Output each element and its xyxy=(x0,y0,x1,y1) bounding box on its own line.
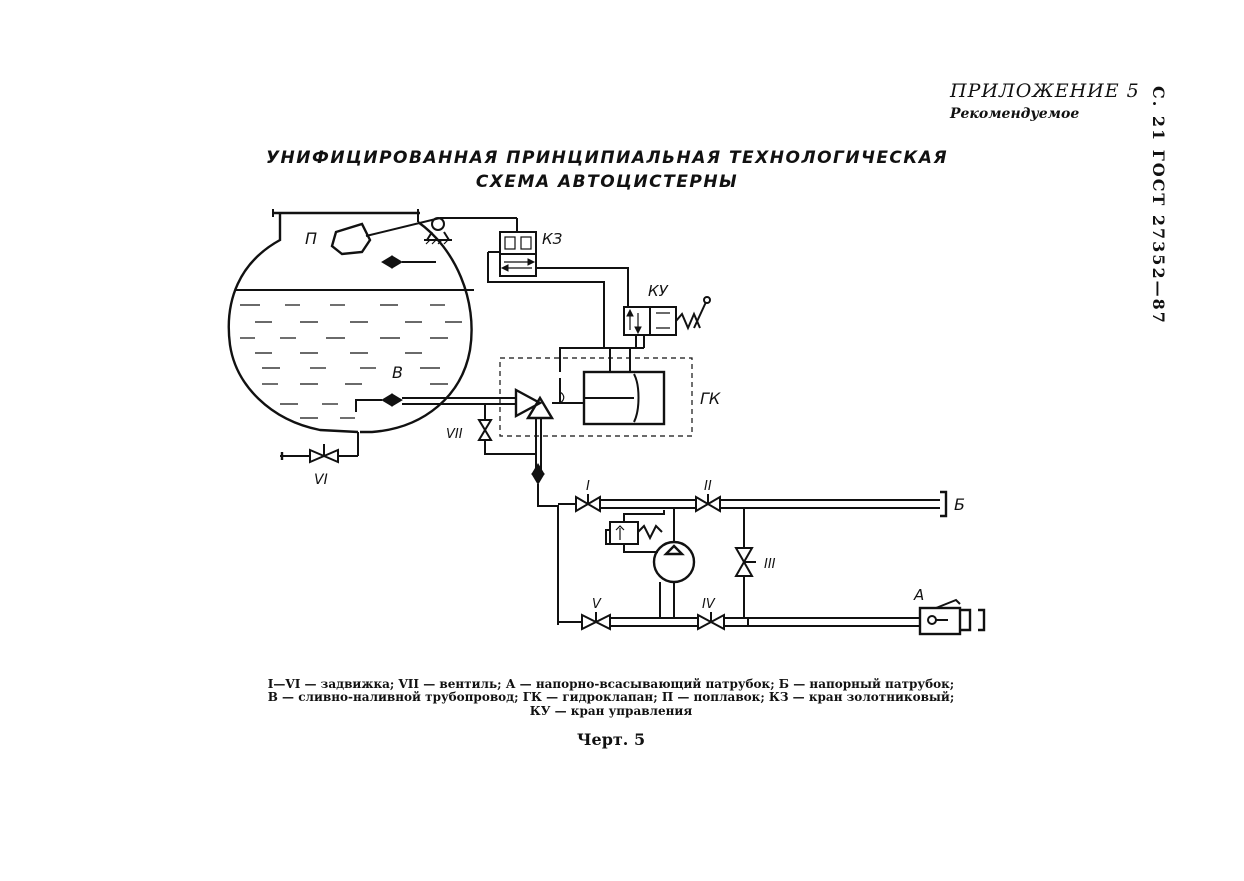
lower-manifold xyxy=(558,612,920,631)
control-valve-label: КУ xyxy=(648,282,669,300)
spool-valve xyxy=(499,231,537,277)
tank xyxy=(227,209,474,434)
fill-drain-pipeline xyxy=(355,393,516,412)
appendix-status: Рекомендуемое xyxy=(950,106,1080,122)
appendix-heading: ПРИЛОЖЕНИЕ 5 xyxy=(950,80,1140,102)
pressure-outlet-label: Б xyxy=(954,495,965,514)
upper-manifold xyxy=(558,490,948,518)
suction-outlet xyxy=(918,598,986,636)
figure-caption: Черт. 5 xyxy=(576,730,646,749)
pump-assembly xyxy=(605,508,696,618)
valve-ii-label: II xyxy=(704,479,712,494)
legend-line1: I—VI — задвижка; VII — вентиль; А — напо… xyxy=(267,677,955,691)
hydraulic-valve xyxy=(499,347,693,437)
valve-vii xyxy=(477,404,536,455)
suction-outlet-label: А xyxy=(913,586,924,604)
main-pipe xyxy=(531,418,559,625)
pipeline-label: В xyxy=(392,363,403,382)
diagram-title-line2: СХЕМА АВТОЦИСТЕРНЫ xyxy=(475,172,739,192)
legend-line2: В — сливно-наливной трубопровод; ГК — ги… xyxy=(267,690,955,704)
valve-vi-label: VI xyxy=(314,472,328,488)
diagram-title-line1: УНИФИЦИРОВАННАЯ ПРИНЦИПИАЛЬНАЯ ТЕХНОЛОГИ… xyxy=(265,148,949,168)
tank-breather-fitting xyxy=(381,255,436,269)
valve-vi xyxy=(280,432,359,464)
legend-line3: КУ — кран управления xyxy=(529,704,693,718)
valve-iv-label: IV xyxy=(702,597,716,612)
valve-i-label: I xyxy=(586,479,590,494)
float-label: П xyxy=(305,229,317,248)
float-assembly xyxy=(330,217,518,256)
control-valve xyxy=(623,296,711,348)
valve-iii xyxy=(734,508,756,618)
valve-vii-label: VII xyxy=(446,427,463,442)
hydraulic-valve-label: ГК xyxy=(700,389,721,408)
valve-iii-label: III xyxy=(764,557,776,572)
spool-valve-label: КЗ xyxy=(542,230,563,248)
valve-v-label: V xyxy=(592,597,602,612)
